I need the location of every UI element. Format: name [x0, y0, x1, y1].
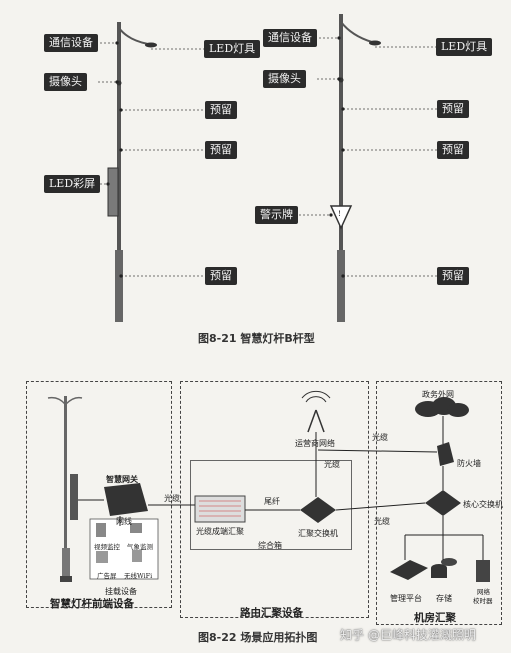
- firewall-label: 防火墙: [457, 459, 481, 468]
- storage-label: 存储: [436, 594, 452, 603]
- left-comm-label: 通信设备: [44, 34, 98, 52]
- odf-rack: [194, 495, 246, 523]
- left-reserved3-label: 预留: [205, 267, 237, 285]
- switch-label: 汇聚交换机: [298, 529, 338, 538]
- firewall-shape: [437, 442, 454, 466]
- left-camera-label: 摄像头: [44, 73, 87, 91]
- left-reserved1-label: 预留: [205, 101, 237, 119]
- right-camera-label: 摄像头: [263, 70, 306, 88]
- gateway-device: [104, 483, 148, 516]
- left-reserved2-label: 预留: [205, 141, 237, 159]
- cloud-icon: [415, 397, 469, 417]
- right-reserved3-label: 预留: [437, 267, 469, 285]
- optical1-label: 光缆: [164, 494, 180, 503]
- fig21-caption: 图8-21 智慧灯杆B杆型: [198, 332, 315, 345]
- fig22-drawing: [47, 390, 490, 582]
- aggregation-switch-shape: [300, 497, 336, 523]
- right-pole: !: [329, 14, 381, 322]
- mount-label: 挂载设备: [105, 587, 137, 596]
- fig22-caption: 图8-22 场景应用拓扑图: [198, 631, 318, 644]
- core-switch-label: 核心交换机: [463, 500, 503, 509]
- front-end-box: [26, 381, 172, 608]
- device-weather-label: 气象监测: [127, 543, 153, 551]
- odf-label: 光缆成端汇聚: [196, 527, 244, 536]
- right-comm-label: 通信设备: [263, 29, 317, 47]
- right-reserved2-label: 预留: [437, 141, 469, 159]
- front-end-title: 智慧灯杆前端设备: [50, 598, 134, 610]
- optical4-label: 光缆: [374, 517, 390, 526]
- route-title: 路由汇聚设备: [240, 607, 303, 619]
- warning-sign-shape: [329, 205, 353, 230]
- device-video-label: 视频监控: [94, 543, 120, 551]
- room-title: 机房汇聚: [414, 612, 456, 624]
- pigtail-label: 尾纤: [264, 497, 280, 506]
- optical2-label: 光缆: [324, 460, 340, 469]
- optical3-label: 光缆: [372, 433, 388, 442]
- route-box: [180, 381, 369, 618]
- led-screen-device: [107, 167, 119, 217]
- fig21-drawing: !: [84, 14, 437, 322]
- right-warning-label: 警示牌: [255, 206, 298, 224]
- room-box: [376, 381, 502, 625]
- smart-pole: [47, 396, 83, 582]
- device-ad-label: 广告屏: [97, 572, 117, 580]
- ntp-device: [476, 560, 490, 582]
- left-led-screen-label: LED彩屏: [44, 175, 101, 193]
- gov-net-label: 政务外网: [422, 390, 454, 399]
- ntp-label-1: 网络: [477, 588, 490, 596]
- mgmt-platform-shape: [390, 560, 428, 580]
- watermark-text: 知乎 @巨峰科技灌溉照明: [340, 628, 476, 642]
- device-wifi-label: 无线WiFi: [124, 572, 153, 580]
- svg-text:!: !: [338, 210, 341, 218]
- carrier-label: 运营商网络: [295, 439, 335, 448]
- ntp-label-2: 校时器: [473, 597, 493, 605]
- carrier-tower: [301, 390, 331, 433]
- left-led-lamp-label: LED灯具: [204, 40, 261, 58]
- right-reserved1-label: 预留: [437, 100, 469, 118]
- core-switch-shape: [425, 490, 461, 516]
- gateway-label: 智慧网关: [106, 474, 138, 484]
- cabinet-label: 综合箱: [258, 541, 282, 550]
- right-led-lamp-label: LED灯具: [436, 38, 493, 56]
- left-pole: [107, 22, 157, 322]
- mgmt-label: 管理平台: [390, 594, 422, 603]
- net-line-label: 网线: [116, 517, 132, 526]
